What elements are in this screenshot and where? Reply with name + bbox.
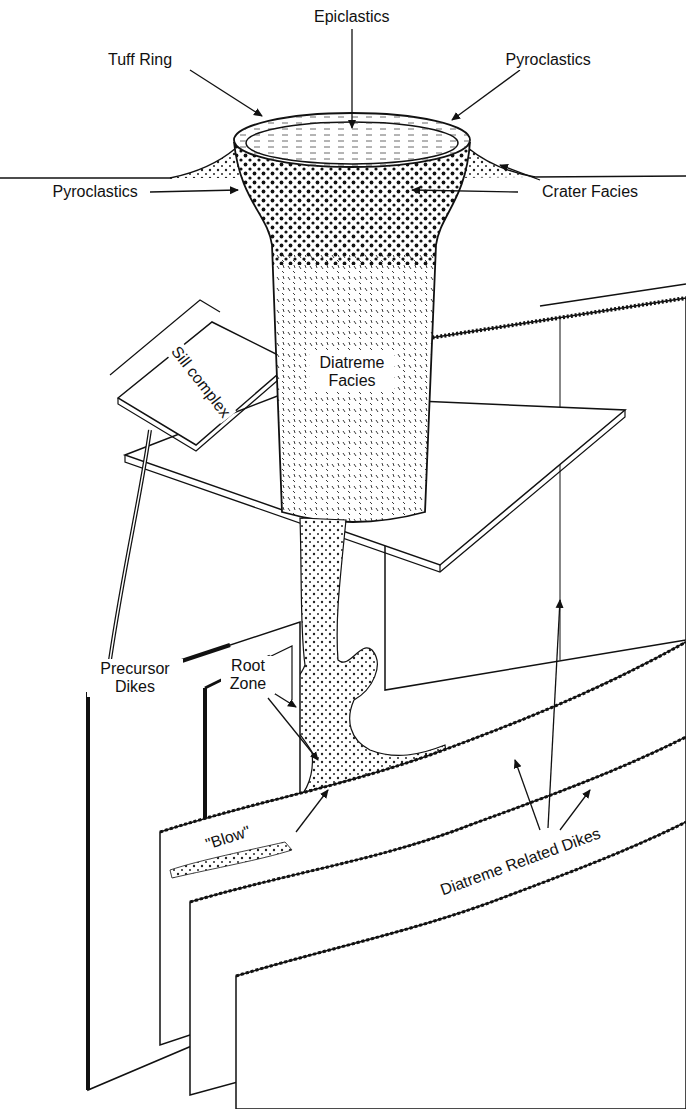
illustration-part <box>533 176 686 177</box>
illustration-part <box>272 692 296 707</box>
illustration-part <box>234 142 470 522</box>
part-label: Diatreme Facies <box>310 353 394 391</box>
illustration-part <box>110 430 150 660</box>
illustration-part <box>560 790 590 830</box>
illustration-part <box>468 148 535 177</box>
illustration-part <box>150 29 590 832</box>
illustration-part <box>110 300 220 375</box>
illustration-part <box>246 122 458 164</box>
part-label: Root Zone <box>221 656 275 694</box>
illustration-part <box>452 70 520 120</box>
part-label: Epiclastics <box>311 7 393 27</box>
illustration-part <box>220 140 490 545</box>
illustration-part <box>548 600 560 828</box>
illustration-part <box>86 692 90 1090</box>
part-label: Precursor Dikes <box>87 659 183 697</box>
illustration-part <box>246 122 458 164</box>
illustration-part <box>268 698 318 760</box>
part-label: Crater Facies <box>539 182 641 202</box>
illustration-part <box>0 177 172 179</box>
part-label: Tuff Ring <box>105 50 175 70</box>
illustration-part <box>500 165 540 180</box>
illustration-part <box>110 430 150 660</box>
illustration-part <box>190 70 262 116</box>
illustration-part <box>170 148 236 178</box>
illustration-part <box>351 29 352 128</box>
illustration-part <box>412 190 518 192</box>
illustration-part <box>236 822 686 1109</box>
illustration-part <box>220 255 490 545</box>
part-label: Pyroclastics <box>503 50 594 70</box>
illustration-part <box>236 822 686 976</box>
illustration-part <box>118 322 292 445</box>
part-label: Pyroclastics <box>50 182 141 202</box>
illustration-part <box>439 565 440 572</box>
illustration-part <box>540 284 686 306</box>
illustration-part <box>296 790 328 832</box>
illustration-part <box>150 190 238 192</box>
illustration-part <box>515 760 540 830</box>
